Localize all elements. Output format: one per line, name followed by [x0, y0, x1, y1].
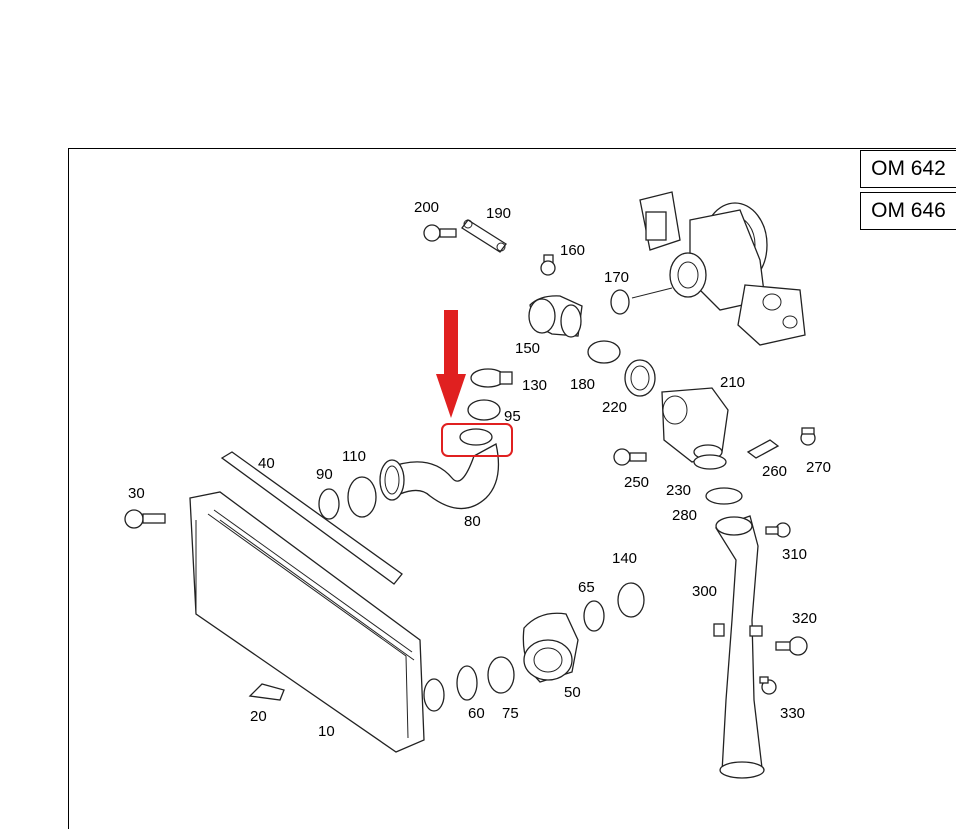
bolt-200 — [423, 224, 457, 242]
clamp-110 — [347, 476, 377, 518]
part-label: 260 — [762, 463, 787, 480]
part-label: 10 — [318, 723, 335, 740]
turbocharger — [639, 191, 806, 346]
part-label: 95 — [504, 408, 521, 425]
pipe-300 — [713, 515, 765, 779]
part-label: 40 — [258, 455, 275, 472]
part-label: 110 — [342, 448, 366, 465]
part-label: 50 — [564, 684, 581, 701]
part-label: 170 — [604, 269, 629, 286]
part-label: 190 — [486, 205, 511, 222]
engine-variant-label: OM 646 — [860, 192, 956, 230]
highlight-arrow — [436, 310, 466, 418]
part-label: 220 — [602, 399, 627, 416]
plate-190 — [461, 219, 507, 253]
o-ring-65 — [583, 600, 605, 632]
part-label: 180 — [570, 376, 595, 393]
part-label: 330 — [780, 705, 805, 722]
part-label: 310 — [782, 546, 807, 563]
bolt-310 — [765, 522, 791, 538]
clamp-180 — [587, 340, 621, 364]
part-label: 90 — [316, 466, 333, 483]
o-ring-60 — [456, 665, 478, 701]
part-label: 150 — [515, 340, 540, 357]
elbow-50 — [522, 612, 579, 683]
hose-80 — [379, 428, 500, 510]
diagram-frame — [68, 148, 956, 829]
highlight-box — [441, 423, 513, 457]
part-label: 80 — [464, 513, 481, 530]
part-label: 210 — [720, 374, 745, 391]
part-label: 20 — [250, 708, 267, 725]
elbow-150 — [528, 295, 583, 338]
bolt-270 — [800, 427, 816, 446]
bolt-160 — [540, 254, 556, 276]
part-label: 230 — [666, 482, 691, 499]
part-label: 130 — [522, 377, 547, 394]
leader-line — [631, 287, 673, 299]
part-label: 250 — [624, 474, 649, 491]
clamp-75 — [487, 656, 515, 694]
bracket-260 — [746, 439, 780, 459]
intercooler-10 — [189, 491, 445, 753]
bolt-320 — [775, 636, 808, 656]
o-ring-90 — [318, 488, 340, 520]
bracket-20 — [248, 683, 285, 701]
part-label: 160 — [560, 242, 585, 259]
part-label: 65 — [578, 579, 595, 596]
part-label: 30 — [128, 485, 145, 502]
clamp-140 — [617, 582, 645, 618]
o-ring-95 — [467, 399, 501, 421]
part-label: 280 — [672, 507, 697, 524]
sleeve-220 — [624, 359, 656, 397]
part-label: 320 — [792, 610, 817, 627]
part-label: 270 — [806, 459, 831, 476]
clamp-130 — [470, 368, 513, 388]
engine-variant-label: OM 642 — [860, 150, 956, 188]
bolt-250 — [613, 448, 647, 466]
bolt-330 — [759, 676, 777, 695]
part-label: 200 — [414, 199, 439, 216]
part-label: 75 — [502, 705, 519, 722]
o-ring-170 — [610, 289, 630, 315]
strip-40 — [220, 451, 403, 585]
part-label: 300 — [692, 583, 717, 600]
ring-230 — [693, 454, 727, 470]
part-label: 140 — [612, 550, 637, 567]
ring-280 — [705, 487, 743, 505]
bolt-30 — [124, 509, 166, 529]
valve-body-210 — [661, 387, 729, 463]
part-label: 60 — [468, 705, 485, 722]
